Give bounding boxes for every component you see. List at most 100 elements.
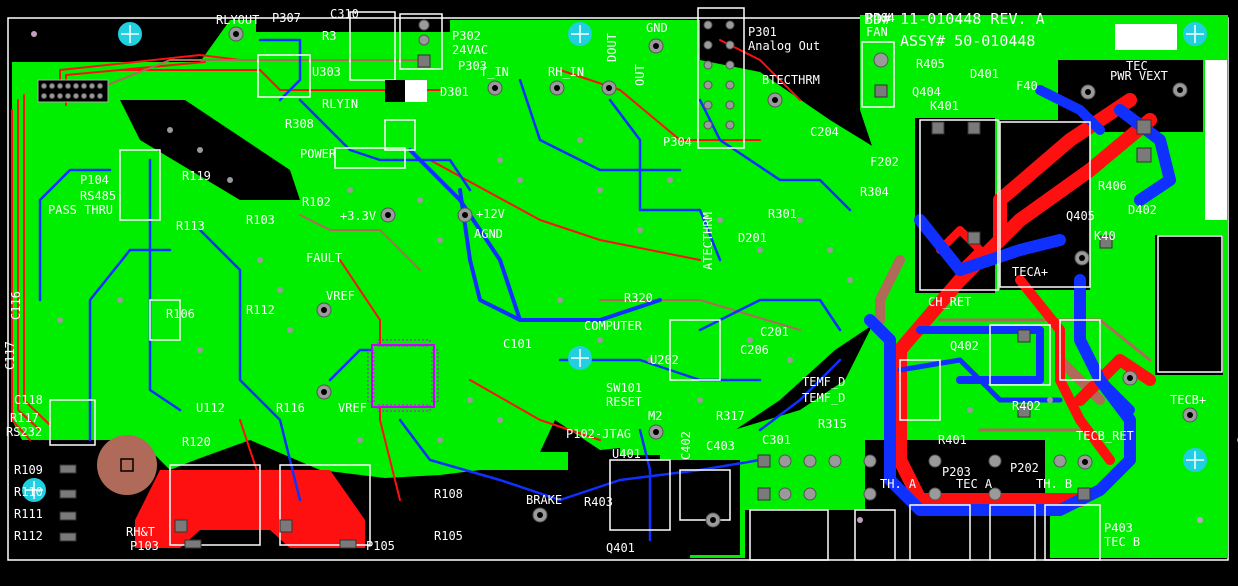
label-p105: P105 bbox=[366, 539, 395, 553]
label-out: OUT bbox=[633, 64, 647, 86]
label-r304: R304 bbox=[860, 185, 889, 199]
header-pins-p301 bbox=[703, 20, 735, 130]
label-t-in: T_IN bbox=[480, 65, 509, 79]
label-ch-ret: CH_RET bbox=[928, 295, 971, 309]
label-r105: R105 bbox=[434, 529, 463, 543]
label-d402: D402 bbox=[1128, 203, 1157, 217]
label-sw101: SW101 bbox=[606, 381, 642, 395]
label-rlyin: RLYIN bbox=[322, 97, 358, 111]
label-k40: K40 bbox=[1094, 229, 1116, 243]
label-c402: C402 bbox=[679, 431, 693, 460]
label-d201: D201 bbox=[738, 231, 767, 245]
label-c118: C118 bbox=[14, 393, 43, 407]
label-r110: R110 bbox=[14, 485, 43, 499]
label-r109: R109 bbox=[14, 463, 43, 477]
label-p304: P304 bbox=[663, 135, 692, 149]
blue-traces bbox=[38, 38, 852, 542]
label-r406: R406 bbox=[1098, 179, 1127, 193]
label-fan: FAN bbox=[866, 25, 888, 39]
label-analog-out: Analog Out bbox=[748, 39, 820, 53]
label-r317: R317 bbox=[716, 409, 745, 423]
label-r320: R320 bbox=[624, 291, 653, 305]
label-p104: P104 bbox=[80, 173, 109, 187]
battery-pad-mark bbox=[120, 458, 134, 472]
label-q404: Q404 bbox=[912, 85, 941, 99]
label-u202: U202 bbox=[650, 353, 679, 367]
label-p307: P307 bbox=[272, 11, 301, 25]
label-p303: P303 bbox=[458, 59, 487, 73]
silkscreen-labels: BD# 11-010448 REV. A ASSY# 50-010448 RLY… bbox=[3, 7, 1206, 555]
label-c403: C403 bbox=[706, 439, 735, 453]
label-r112: R112 bbox=[246, 303, 275, 317]
label-r102: R102 bbox=[302, 195, 331, 209]
label-p103: P103 bbox=[130, 539, 159, 553]
label-rs485: RS485 bbox=[80, 189, 116, 203]
label-teca-plus: TECA+ bbox=[1012, 265, 1048, 279]
label-atecthrm: ATECTHRM bbox=[701, 212, 715, 270]
label-power: POWER bbox=[300, 147, 337, 161]
board-outline bbox=[7, 17, 1229, 561]
label-r403: R403 bbox=[584, 495, 613, 509]
copper-pour-top-left bbox=[12, 62, 85, 100]
label-r119: R119 bbox=[182, 169, 211, 183]
label-m2: M2 bbox=[648, 409, 662, 423]
label-agnd: AGND bbox=[474, 227, 503, 241]
label-r315: R315 bbox=[818, 417, 847, 431]
label-r308: R308 bbox=[285, 117, 314, 131]
label-r401: R401 bbox=[938, 433, 967, 447]
label-reset: RESET bbox=[606, 395, 642, 409]
label-v12: +12V bbox=[476, 207, 505, 221]
label-pass-thru: PASS THRU bbox=[48, 203, 113, 217]
label-r111: R111 bbox=[14, 507, 43, 521]
label-rs232: RS232 bbox=[6, 425, 42, 439]
label-r301: R301 bbox=[768, 207, 797, 221]
copper-red-pour bbox=[135, 470, 365, 548]
vext-connector-body bbox=[1205, 60, 1227, 220]
top-right-label-block bbox=[1115, 24, 1177, 50]
label-r3: R3 bbox=[322, 29, 336, 43]
copper-void-diagonal bbox=[120, 100, 300, 200]
label-rh-t: RH&T bbox=[126, 525, 155, 539]
label-r116: R116 bbox=[276, 401, 305, 415]
label-q401: Q401 bbox=[606, 541, 635, 555]
vias bbox=[57, 127, 1238, 443]
label-dout: DOUT bbox=[605, 33, 619, 62]
label-rh-in: RH_IN bbox=[548, 65, 584, 79]
label-r405: R405 bbox=[916, 57, 945, 71]
test-points bbox=[228, 26, 1198, 528]
label-r103: R103 bbox=[246, 213, 275, 227]
label-computer: COMPUTER bbox=[584, 319, 643, 333]
label-temf-d-2: TEMF_D bbox=[802, 391, 845, 405]
label-p203: P203 bbox=[942, 465, 971, 479]
label-d301: D301 bbox=[440, 85, 469, 99]
jtag-pocket-2 bbox=[568, 452, 608, 482]
label-r108: R108 bbox=[434, 487, 463, 501]
label-u401: U401 bbox=[612, 447, 641, 461]
label-r117: R117 bbox=[10, 411, 39, 425]
label-tecb-ret: TECB_RET bbox=[1076, 429, 1134, 443]
label-p404: P404 bbox=[866, 11, 895, 25]
label-u112: U112 bbox=[196, 401, 225, 415]
label-c117: C117 bbox=[3, 341, 17, 370]
label-tec: TEC bbox=[1126, 59, 1148, 73]
label-c206: C206 bbox=[740, 343, 769, 357]
label-th-a: TH. A bbox=[880, 477, 917, 491]
label-tecb-plus: TECB+ bbox=[1170, 393, 1206, 407]
label-p403: P403 bbox=[1104, 521, 1133, 535]
label-btecthrm: BTECTHRM bbox=[762, 73, 820, 87]
label-p302: P302 bbox=[452, 29, 481, 43]
label-pwr-vext: PWR VEXT bbox=[1110, 69, 1168, 83]
label-fault: FAULT bbox=[306, 251, 342, 265]
label-c101: C101 bbox=[503, 337, 532, 351]
label-p202: P202 bbox=[1010, 461, 1039, 475]
label-r112b: R112 bbox=[14, 529, 43, 543]
label-r402: R402 bbox=[1012, 399, 1041, 413]
power-pads bbox=[417, 19, 1152, 418]
label-d401: D401 bbox=[970, 67, 999, 81]
board-id-text: BD# 11-010448 REV. A bbox=[864, 10, 1045, 28]
left-connector-pads bbox=[59, 464, 357, 549]
mounting-holes bbox=[22, 22, 1207, 523]
label-p301: P301 bbox=[748, 25, 777, 39]
label-q405: Q405 bbox=[1066, 209, 1095, 223]
